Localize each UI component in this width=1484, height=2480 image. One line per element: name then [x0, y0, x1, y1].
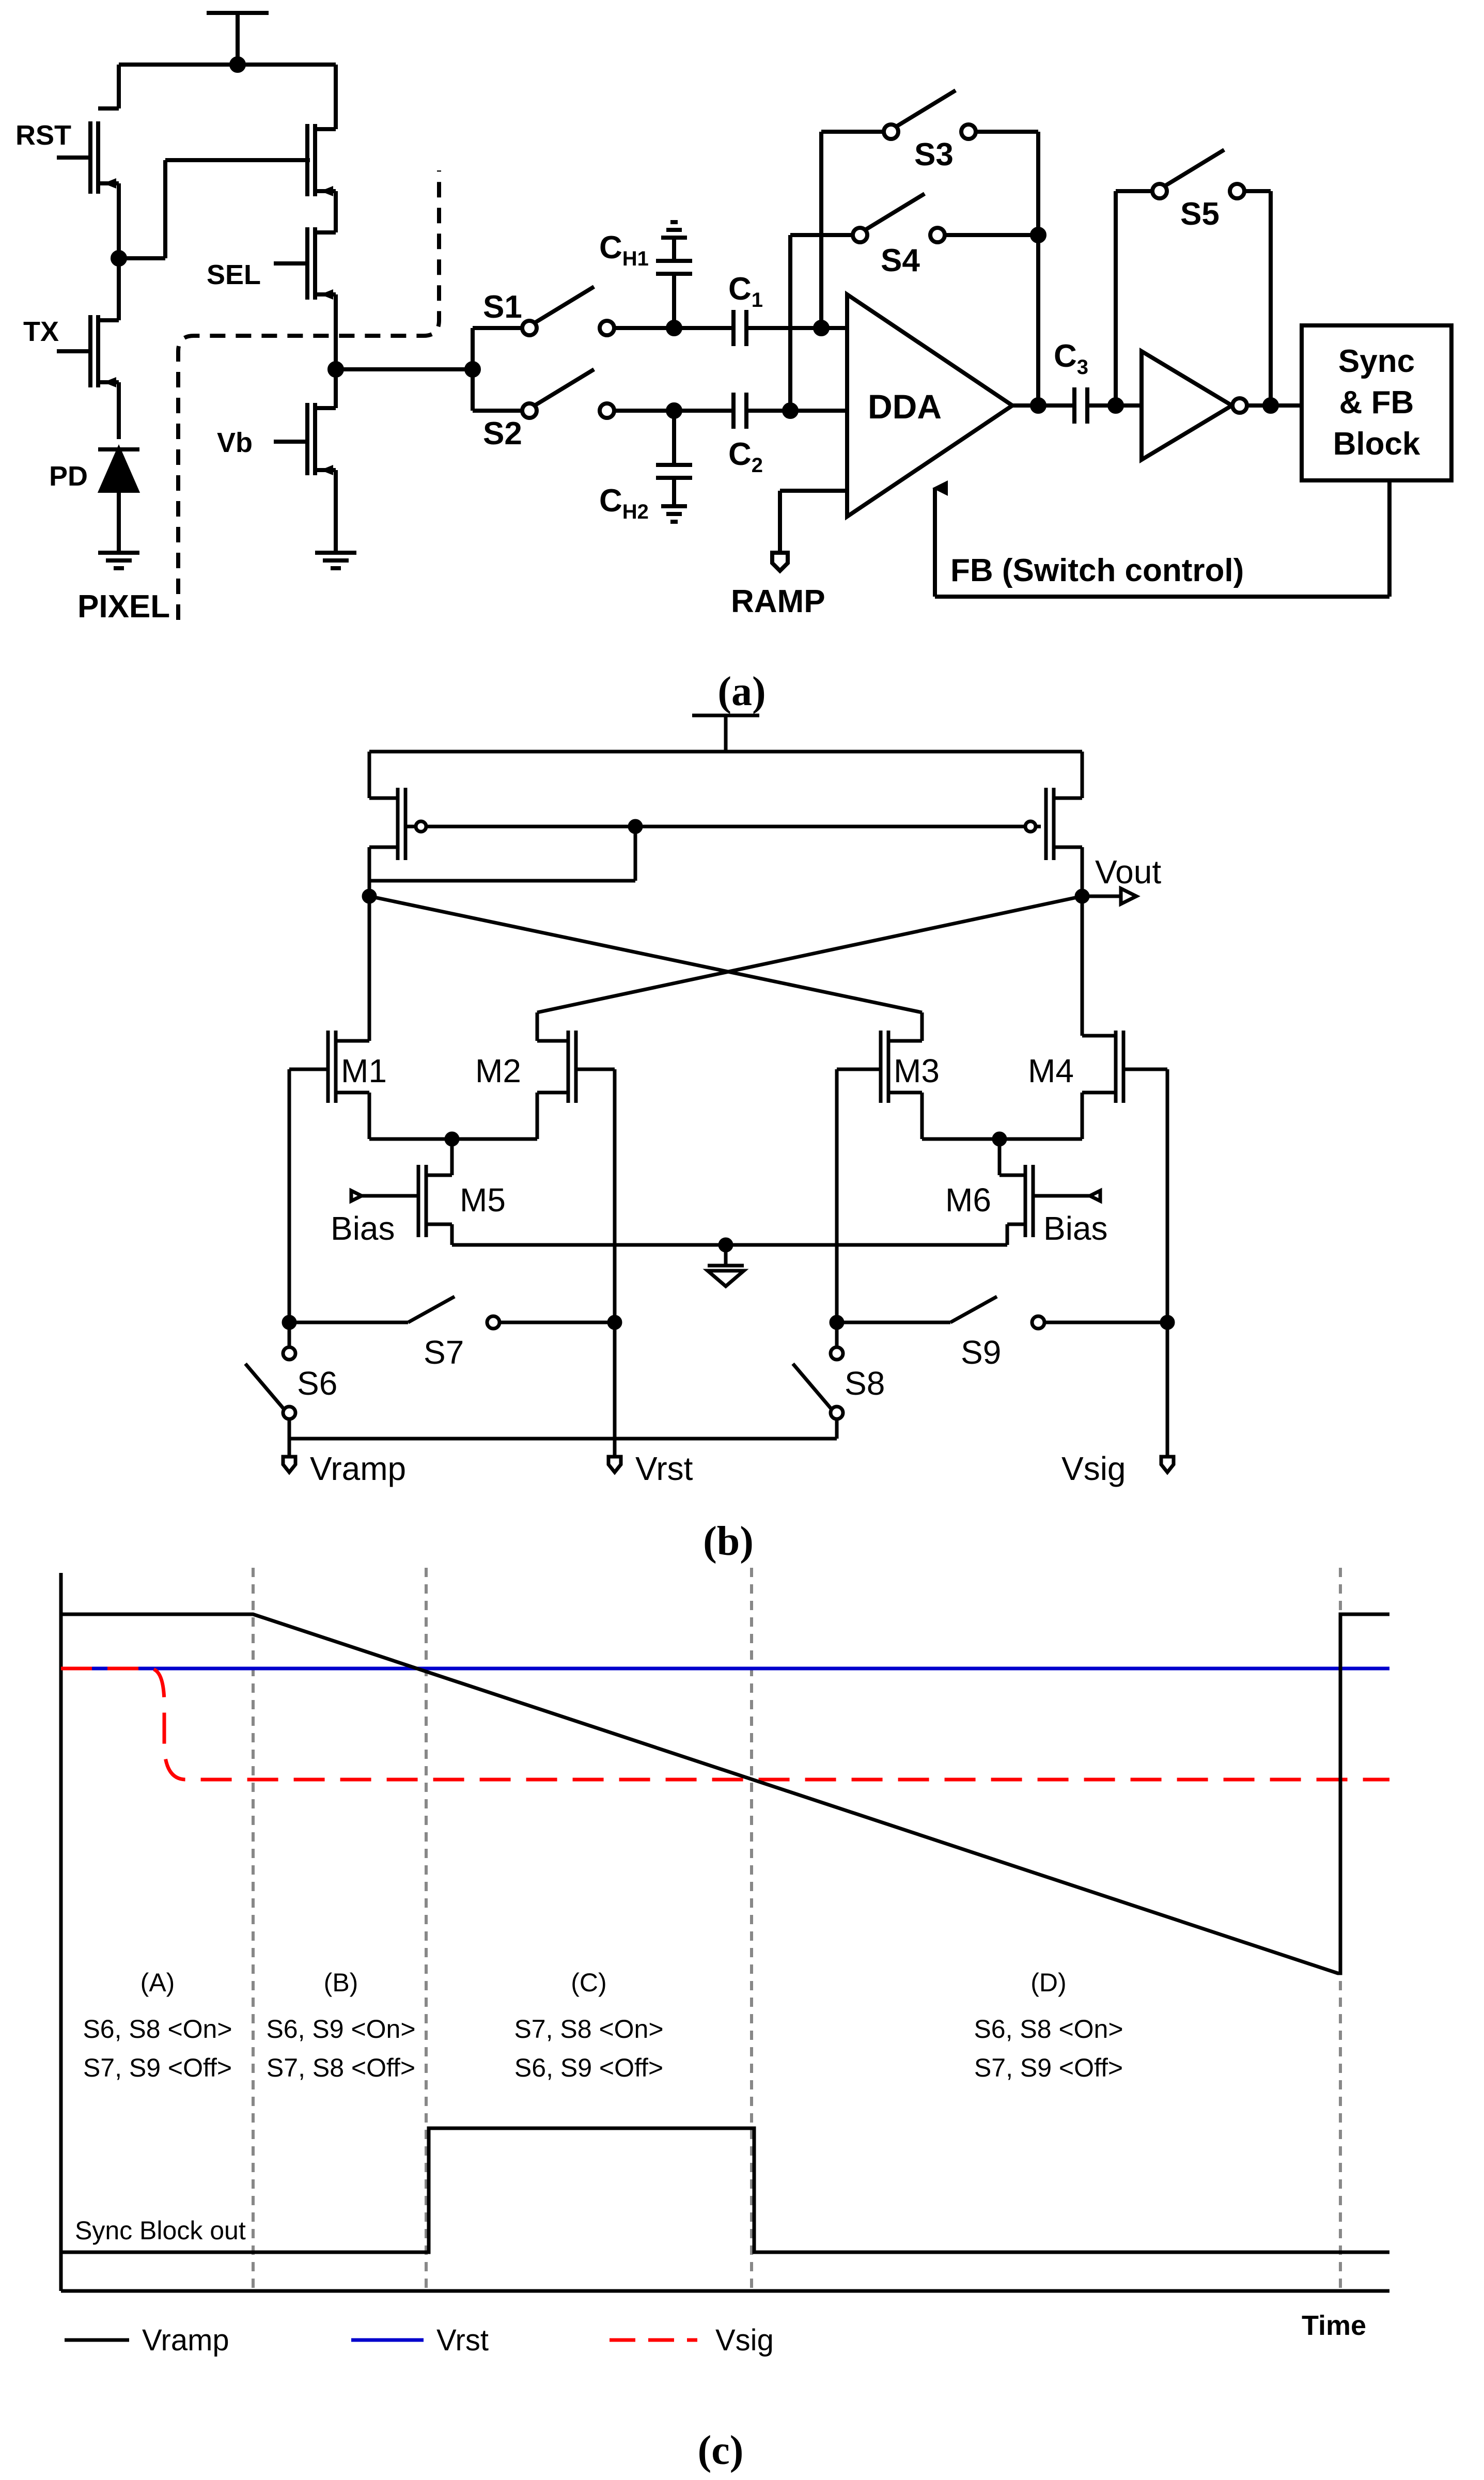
m5-label: M5 [460, 1181, 506, 1219]
caption-b: (b) [703, 1519, 754, 1564]
phase-d-id: (D) [1030, 1968, 1066, 1997]
tx-label: TX [23, 316, 59, 347]
s1-label: S1 [483, 289, 522, 325]
m1-label: M1 [341, 1052, 387, 1089]
bias-left-label: Bias [331, 1210, 395, 1247]
vout-label: Vout [1095, 853, 1161, 891]
phase-a-off: S7, S9 <Off> [83, 2053, 232, 2082]
panel-c-timing-diagram [59, 1568, 1389, 2293]
legend-label-vrst: Vrst [436, 2323, 489, 2357]
bias-right-label: Bias [1043, 1210, 1108, 1247]
phase-d-on: S6, S8 <On> [974, 2015, 1123, 2044]
vramp-trace [61, 1612, 1389, 1975]
sync-block-line2: & FB [1339, 385, 1414, 420]
c2-label: C2 [728, 436, 763, 477]
dda-label: DDA [868, 387, 942, 426]
s5-label: S5 [1180, 196, 1220, 232]
panel-a-labels: RST TX PD SEL Vb PIXEL S1 S2 S3 S4 S5 CH… [15, 120, 1420, 714]
m3-label: M3 [894, 1052, 940, 1089]
ch1-label: CH1 [599, 230, 649, 270]
caption-a: (a) [717, 669, 766, 714]
rst-label: RST [15, 120, 71, 151]
phase-a-on: S6, S8 <On> [83, 2015, 232, 2044]
phase-c: (C) S7, S8 <On> S6, S9 <Off> [514, 1968, 663, 2082]
phase-d-off: S7, S9 <Off> [974, 2053, 1123, 2082]
phase-c-off: S6, S9 <Off> [514, 2053, 663, 2082]
sync-block-out-label: Sync Block out [75, 2216, 246, 2245]
ch2-label: CH2 [599, 483, 649, 523]
time-axis-label: Time [1302, 2310, 1366, 2341]
s9-label: S9 [961, 1334, 1001, 1371]
phase-b-on: S6, S9 <On> [266, 2015, 415, 2044]
sync-block-trace [61, 2126, 1389, 2254]
m4-label: M4 [1028, 1052, 1074, 1089]
legend: Vramp Vrst Vsig [65, 2323, 774, 2357]
vrst-label: Vrst [635, 1450, 693, 1487]
vb-label: Vb [217, 427, 253, 458]
caption-c: (c) [698, 2428, 744, 2473]
s8-label: S8 [845, 1365, 885, 1402]
panel-b-labels: Vout M1 M2 M3 M4 M5 M6 Bias Bias S6 S7 S… [297, 853, 1161, 1564]
c3-label: C3 [1054, 338, 1088, 379]
panel-a-pixel-readout-circuit [57, 11, 1454, 620]
legend-label-vramp: Vramp [142, 2323, 229, 2357]
panel-b-comparator-circuit [244, 713, 1176, 1475]
panel-c-labels: (A) S6, S8 <On> S7, S9 <Off> (B) S6, S9 … [65, 1968, 1366, 2473]
fb-label: FB (Switch control) [950, 553, 1244, 588]
s6-label: S6 [297, 1365, 337, 1402]
m2-label: M2 [475, 1052, 521, 1089]
vsig-label: Vsig [1061, 1450, 1126, 1487]
vramp-label: Vramp [310, 1450, 406, 1487]
sync-block-line3: Block [1333, 426, 1420, 462]
phase-dividers [252, 1568, 1342, 2291]
phase-a-id: (A) [140, 1968, 175, 1997]
phase-c-id: (C) [571, 1968, 606, 1997]
c1-label: C1 [728, 271, 763, 311]
sync-block-line1: Sync [1338, 344, 1415, 379]
s4-label: S4 [881, 243, 920, 278]
sel-label: SEL [207, 259, 261, 290]
phase-d: (D) S6, S8 <On> S7, S9 <Off> [974, 1968, 1123, 2082]
s2-label: S2 [483, 416, 522, 451]
phase-a: (A) S6, S8 <On> S7, S9 <Off> [83, 1968, 232, 2082]
phase-c-on: S7, S8 <On> [514, 2015, 663, 2044]
m6-label: M6 [945, 1181, 991, 1219]
phase-b-id: (B) [324, 1968, 358, 1997]
pixel-label: PIXEL [77, 589, 170, 625]
vsig-trace [61, 1666, 1389, 1782]
s7-label: S7 [424, 1334, 464, 1371]
ramp-label: RAMP [731, 584, 825, 619]
phase-b-off: S7, S8 <Off> [267, 2053, 415, 2082]
phase-b: (B) S6, S9 <On> S7, S8 <Off> [266, 1968, 415, 2082]
pd-label: PD [49, 461, 88, 492]
s3-label: S3 [914, 137, 954, 173]
legend-label-vsig: Vsig [715, 2323, 774, 2357]
